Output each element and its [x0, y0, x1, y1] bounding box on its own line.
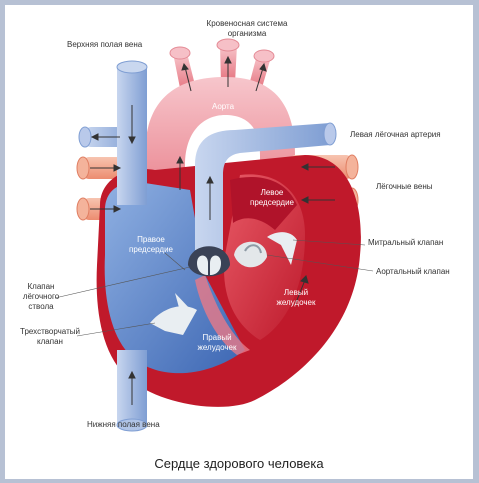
label-left-ventricle: Левый желудочек	[268, 288, 324, 308]
label-pulmonary-veins: Лёгочные вены	[376, 182, 433, 192]
label-right-ventricle: Правый желудочек	[187, 333, 247, 353]
diagram-caption: Сердце здорового человека	[5, 456, 473, 471]
label-tricuspid-valve: Трехстворчатый клапан	[13, 327, 87, 347]
label-inferior-vena-cava: Нижняя полая вена	[87, 420, 160, 430]
label-right-atrium: Правое предсердие	[119, 235, 183, 255]
diagram-frame: Верхняя полая вена Кровеносная система о…	[5, 5, 473, 479]
label-mitral-valve: Митральный клапан	[368, 238, 443, 248]
label-left-pulmonary-artery: Левая лёгочная артерия	[350, 130, 441, 140]
label-superior-vena-cava: Верхняя полая вена	[67, 40, 142, 50]
label-pulmonary-valve: Клапан лёгочного ствола	[17, 282, 65, 312]
label-aorta: Аорта	[212, 102, 234, 112]
label-aortic-valve: Аортальный клапан	[376, 267, 450, 277]
label-left-atrium: Левое предсердие	[237, 188, 307, 208]
label-systemic-circulation: Кровеносная система организма	[192, 19, 302, 39]
